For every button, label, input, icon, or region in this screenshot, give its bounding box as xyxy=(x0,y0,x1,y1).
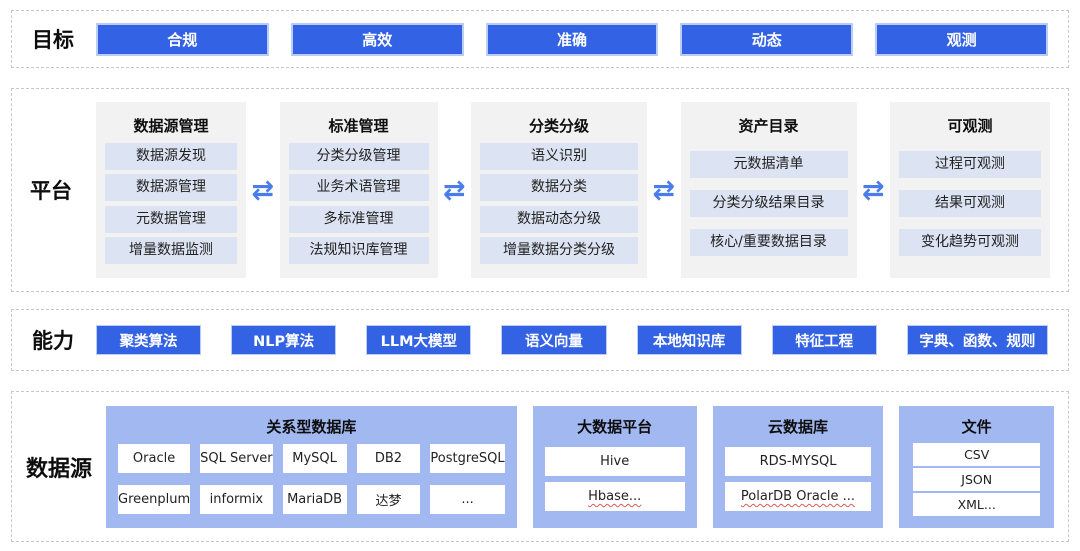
datasource-group-items: CSV JSON XML... xyxy=(913,441,1041,519)
goal-chip-efficiency: 高效 xyxy=(290,22,464,56)
swap-arrows-icon: ⇄ xyxy=(652,174,676,206)
datasource-group-cloud-db: 云数据库 RDS-MYSQL PolarDB Oracle ... xyxy=(712,405,884,528)
datasource-group-items: Oracle SQL Server MySQL DB2 PostgreSQL G… xyxy=(118,441,505,518)
datasource-item: ... xyxy=(430,485,505,515)
platform-column-title: 标准管理 xyxy=(328,117,389,135)
platform-item: 数据分类 xyxy=(480,174,638,202)
platform-column-observability: 可观测 过程可观测 结果可观测 变化趋势可观测 xyxy=(890,102,1050,278)
platform-column-datasource-mgmt: 数据源管理 数据源发现 数据源管理 元数据管理 增量数据监测 xyxy=(96,102,246,278)
platform-item: 法规知识库管理 xyxy=(288,236,429,264)
datasource-group-title: 关系型数据库 xyxy=(266,417,357,436)
platform-item: 核心/重要数据目录 xyxy=(689,229,848,256)
datasource-group-files: 文件 CSV JSON XML... xyxy=(899,405,1055,528)
platform-item: 元数据清单 xyxy=(689,151,848,178)
platform-column-items: 语义识别 数据分类 数据动态分级 增量数据分类分级 xyxy=(480,139,638,268)
capability-chip-semantic-vector: 语义向量 xyxy=(501,325,607,355)
platform-item: 增量数据监测 xyxy=(105,236,237,264)
platform-item: 分类分级结果目录 xyxy=(689,190,848,217)
capability-chip-clustering: 聚类算法 xyxy=(96,325,202,355)
datasource-item: Greenplum xyxy=(118,485,191,515)
goal-chip-observation: 观测 xyxy=(875,22,1048,56)
goals-section: 目标 合规 高效 准确 动态 观测 xyxy=(11,10,1069,68)
datasource-group-items: Hive Hbase... xyxy=(544,441,685,518)
capabilities-chip-row: 聚类算法 NLP算法 LLM大模型 语义向量 本地知识库 特征工程 字典、函数、… xyxy=(96,325,1048,355)
platform-column-items: 数据源发现 数据源管理 元数据管理 增量数据监测 xyxy=(105,139,237,268)
datasources-label: 数据源 xyxy=(26,456,93,482)
platform-column-asset-catalog: 资产目录 元数据清单 分类分级结果目录 核心/重要数据目录 xyxy=(680,102,857,278)
platform-columns-row: 数据源管理 数据源发现 数据源管理 元数据管理 增量数据监测 ⇄ 标准管理 分类… xyxy=(96,102,1050,278)
goal-chip-compliance: 合规 xyxy=(96,22,269,56)
platform-column-classification: 分类分级 语义识别 数据分类 数据动态分级 增量数据分类分级 xyxy=(471,102,647,278)
datasource-item: CSV xyxy=(913,442,1041,466)
datasource-item: XML... xyxy=(913,493,1041,517)
datasource-item: PolarDB Oracle ... xyxy=(724,482,872,512)
capabilities-section: 能力 聚类算法 NLP算法 LLM大模型 语义向量 本地知识库 特征工程 字典、… xyxy=(11,309,1069,371)
platform-item: 分类分级管理 xyxy=(288,143,429,171)
capability-chip-feature-eng: 特征工程 xyxy=(771,325,877,355)
platform-item: 结果可观测 xyxy=(899,190,1041,217)
datasource-item: SQL Server xyxy=(200,443,273,473)
platform-item: 数据动态分级 xyxy=(480,205,638,233)
platform-item: 数据源发现 xyxy=(105,143,237,171)
platform-item: 元数据管理 xyxy=(105,205,237,233)
datasource-item: informix xyxy=(200,485,273,515)
datasource-group-title: 大数据平台 xyxy=(577,417,653,436)
datasource-group-items: RDS-MYSQL PolarDB Oracle ... xyxy=(724,441,872,518)
capability-chip-local-kb: 本地知识库 xyxy=(636,325,742,355)
datasource-group-relational-db: 关系型数据库 Oracle SQL Server MySQL DB2 Postg… xyxy=(106,405,517,528)
datasource-item: Oracle xyxy=(118,443,191,473)
datasource-item: PostgreSQL xyxy=(430,443,505,473)
datasource-item: DB2 xyxy=(356,443,421,473)
platform-column-title: 分类分级 xyxy=(528,117,589,135)
platform-item: 增量数据分类分级 xyxy=(480,236,638,264)
datasource-item: MariaDB xyxy=(282,485,347,515)
capabilities-label: 能力 xyxy=(32,329,74,353)
goal-chip-dynamic: 动态 xyxy=(680,22,854,56)
platform-item: 多标准管理 xyxy=(288,205,429,233)
datasource-group-title: 云数据库 xyxy=(768,417,829,436)
platform-section: 平台 数据源管理 数据源发现 数据源管理 元数据管理 增量数据监测 ⇄ 标准管理… xyxy=(11,88,1069,292)
goals-label: 目标 xyxy=(32,28,74,52)
capability-chip-nlp: NLP算法 xyxy=(231,325,337,355)
platform-item: 业务术语管理 xyxy=(288,174,429,202)
datasource-item: Hbase... xyxy=(544,482,685,512)
swap-arrows-icon: ⇄ xyxy=(442,174,466,206)
goals-chip-row: 合规 高效 准确 动态 观测 xyxy=(96,22,1048,56)
platform-item: 变化趋势可观测 xyxy=(899,229,1041,256)
capability-chip-dict-func-rule: 字典、函数、规则 xyxy=(906,325,1048,355)
platform-item: 语义识别 xyxy=(480,143,638,171)
capability-chip-llm: LLM大模型 xyxy=(366,325,472,355)
datasource-group-bigdata: 大数据平台 Hive Hbase... xyxy=(532,405,697,528)
platform-column-items: 过程可观测 结果可观测 变化趋势可观测 xyxy=(899,139,1041,268)
datasource-item: Hive xyxy=(544,446,685,476)
platform-column-standard-mgmt: 标准管理 分类分级管理 业务术语管理 多标准管理 法规知识库管理 xyxy=(279,102,438,278)
datasources-section: 数据源 关系型数据库 Oracle SQL Server MySQL DB2 P… xyxy=(11,391,1069,542)
platform-item: 过程可观测 xyxy=(899,151,1041,178)
datasource-item: 达梦 xyxy=(356,485,421,515)
swap-arrows-icon: ⇄ xyxy=(251,174,275,206)
platform-item: 数据源管理 xyxy=(105,174,237,202)
platform-column-title: 资产目录 xyxy=(738,117,799,135)
platform-column-items: 分类分级管理 业务术语管理 多标准管理 法规知识库管理 xyxy=(288,139,429,268)
platform-label: 平台 xyxy=(30,179,72,203)
platform-column-title: 可观测 xyxy=(947,117,993,135)
datasource-group-title: 文件 xyxy=(961,417,992,436)
swap-arrows-icon: ⇄ xyxy=(861,174,885,206)
platform-column-title: 数据源管理 xyxy=(133,117,209,135)
platform-column-items: 元数据清单 分类分级结果目录 核心/重要数据目录 xyxy=(689,139,848,268)
goal-chip-accuracy: 准确 xyxy=(485,22,659,56)
datasource-item: JSON xyxy=(913,468,1041,491)
datasources-group-row: 关系型数据库 Oracle SQL Server MySQL DB2 Postg… xyxy=(106,405,1055,528)
datasource-item: MySQL xyxy=(282,443,347,473)
datasource-item: RDS-MYSQL xyxy=(724,446,872,476)
